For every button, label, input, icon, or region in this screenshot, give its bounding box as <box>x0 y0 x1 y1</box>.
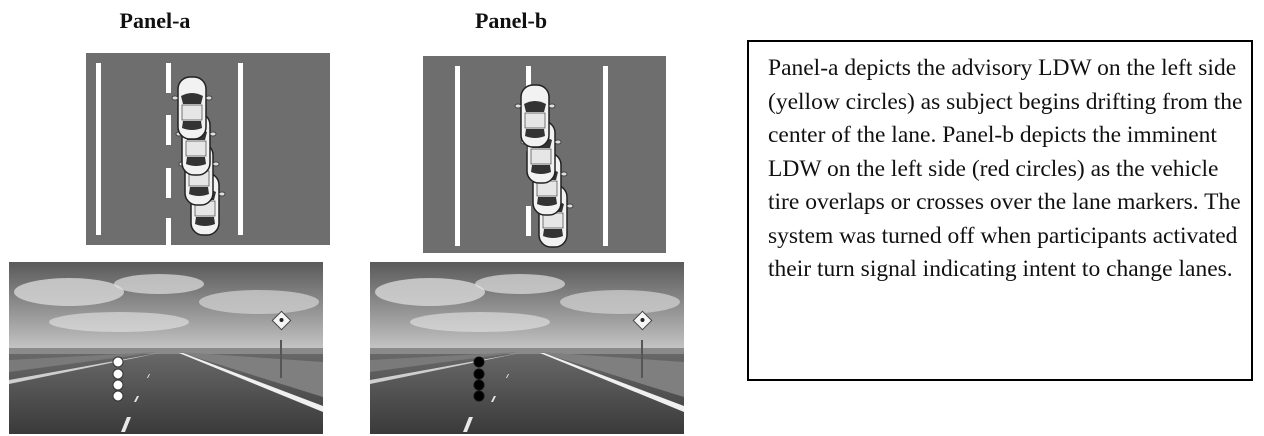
panel-b-imminent-indicator <box>473 356 485 402</box>
caption-text: Panel-a depicts the advisory LDW on the … <box>768 55 1243 282</box>
panel-b-title: Panel-b <box>474 8 548 33</box>
panel-a-title: Panel-a <box>119 8 191 33</box>
panel-a-driving-scene <box>9 262 323 434</box>
panel-a-advisory-indicator <box>112 356 124 402</box>
panel-a-road-diagram <box>86 53 330 245</box>
panel-b-road-diagram <box>423 56 666 253</box>
panel-b-driving-scene <box>370 262 684 434</box>
caption-box: Panel-a depicts the advisory LDW on the … <box>747 40 1253 381</box>
